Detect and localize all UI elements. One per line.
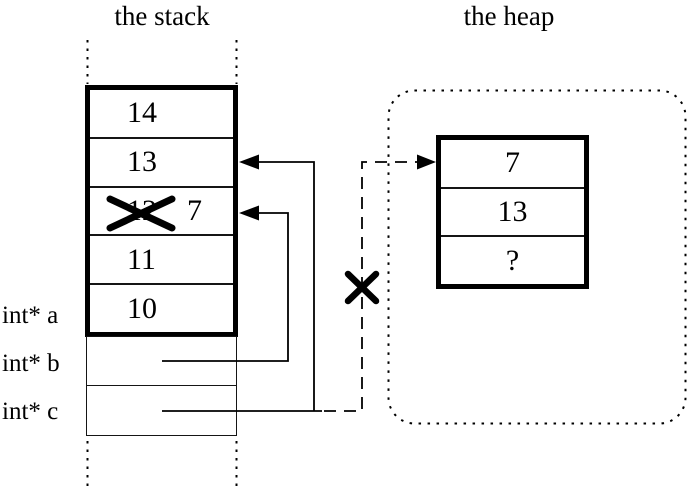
dangling-pointer-dashed-line — [324, 161, 418, 412]
stack-title: the stack — [114, 1, 210, 31]
pointer-label-c: int* c — [2, 398, 59, 425]
pointer-b-arrowhead-icon — [239, 205, 259, 221]
stack-frame-box: 14 13 12 7 11 10 — [85, 85, 238, 337]
heap-cell-value: ? — [505, 243, 520, 277]
heap-cell-value: 13 — [497, 195, 528, 228]
pointer-slot-b — [86, 336, 237, 386]
stack-cell-value: 10 — [127, 291, 157, 325]
stack-cell: 14 — [90, 90, 233, 137]
pointer-c-arrowhead-icon — [239, 154, 259, 170]
heap-cell: 13 — [441, 186, 584, 236]
pointer-label-b: int* b — [2, 350, 60, 377]
stack-cell-value: 13 — [127, 145, 157, 179]
stack-cell: 10 — [90, 283, 233, 332]
heap-cell: ? — [441, 235, 584, 284]
stack-cell-value: 14 — [127, 96, 157, 130]
stack-cell-value: 11 — [127, 242, 156, 276]
stack-cell-new-value: 7 — [187, 193, 202, 227]
heap-block: 7 13 ? — [436, 135, 589, 289]
pointer-label-a: int* a — [2, 302, 59, 329]
pointer-slot-c — [86, 385, 237, 436]
stack-cell-old-value: 12 — [127, 193, 157, 227]
stack-cell: 11 — [90, 234, 233, 283]
dangling-pointer-arrowhead-icon — [417, 154, 436, 170]
stack-cell: 13 — [90, 136, 233, 186]
heap-cell-value: 7 — [505, 146, 520, 180]
heap-title: the heap — [463, 1, 555, 31]
heap-cell: 7 — [441, 140, 584, 187]
stack-cell-crossed: 12 7 — [90, 185, 233, 235]
severed-link-x-icon — [344, 270, 380, 305]
